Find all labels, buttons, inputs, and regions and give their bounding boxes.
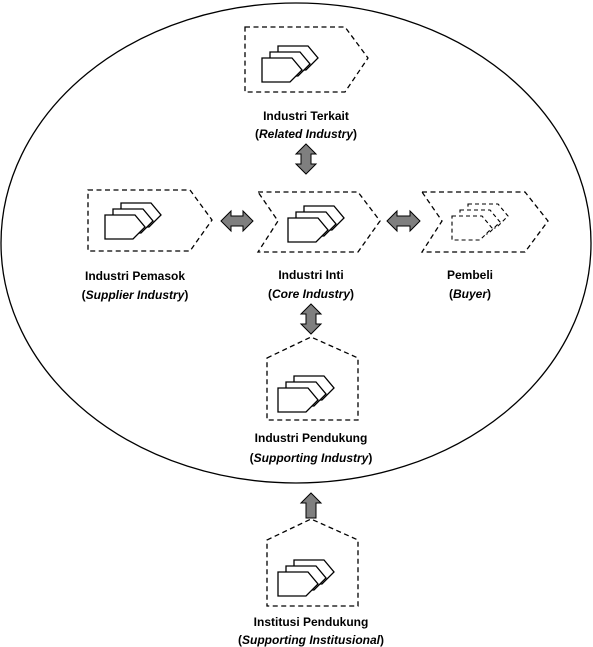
buyer-node: Pembeli (Buyer) bbox=[420, 191, 549, 301]
supporting-institution-title: Institusi Pendukung bbox=[254, 615, 369, 629]
core-industry-title: Industri Inti bbox=[278, 268, 343, 282]
supplier-industry-node: Industri Pemasok (Supplier Industry) bbox=[82, 189, 213, 302]
supporting-institution-docstack-icon bbox=[277, 559, 335, 597]
related-industry-docstack-icon bbox=[261, 45, 319, 83]
supporting-industry-title: Industri Pendukung bbox=[255, 431, 368, 445]
buyer-docstack-icon bbox=[451, 203, 509, 241]
supporting-industry-subtitle: (Supporting Industry) bbox=[250, 451, 373, 465]
supporting-industry-docstack-icon bbox=[277, 375, 335, 413]
related-core-double-arrow bbox=[294, 143, 318, 175]
buyer-title: Pembeli bbox=[447, 268, 493, 282]
supplier-industry-docstack-icon bbox=[104, 202, 162, 240]
related-industry-node: Industri Terkait (Related Industry) bbox=[244, 26, 369, 141]
buyer-frame bbox=[420, 191, 549, 253]
supporting-institution-subtitle: (Supporting Institusional) bbox=[238, 633, 384, 647]
related-industry-frame bbox=[244, 26, 369, 93]
supporting-industry-node: Industri Pendukung (Supporting Industry) bbox=[250, 336, 373, 465]
core-buyer-double-arrow bbox=[386, 209, 421, 233]
core-supporting-double-arrow bbox=[299, 303, 323, 335]
related-industry-subtitle: (Related Industry) bbox=[255, 127, 357, 141]
core-industry-subtitle: (Core Industry) bbox=[268, 287, 354, 301]
supporting-industry-frame bbox=[266, 336, 359, 421]
core-industry-frame bbox=[256, 191, 381, 253]
core-industry-node: Industri Inti (Core Industry) bbox=[256, 191, 381, 301]
buyer-subtitle: (Buyer) bbox=[449, 287, 491, 301]
supplier-industry-subtitle: (Supplier Industry) bbox=[82, 288, 189, 302]
supplier-core-double-arrow bbox=[220, 209, 254, 233]
related-industry-title: Industri Terkait bbox=[263, 109, 349, 123]
industry-cluster-boundary bbox=[0, 2, 592, 484]
institution-to-supporting-arrow bbox=[299, 492, 323, 519]
supplier-industry-title: Industri Pemasok bbox=[85, 269, 185, 283]
supporting-institution-node: Institusi Pendukung (Supporting Institus… bbox=[238, 518, 384, 647]
supplier-industry-frame bbox=[87, 189, 213, 252]
supporting-institution-frame bbox=[266, 518, 359, 607]
core-industry-docstack-icon bbox=[287, 205, 345, 243]
